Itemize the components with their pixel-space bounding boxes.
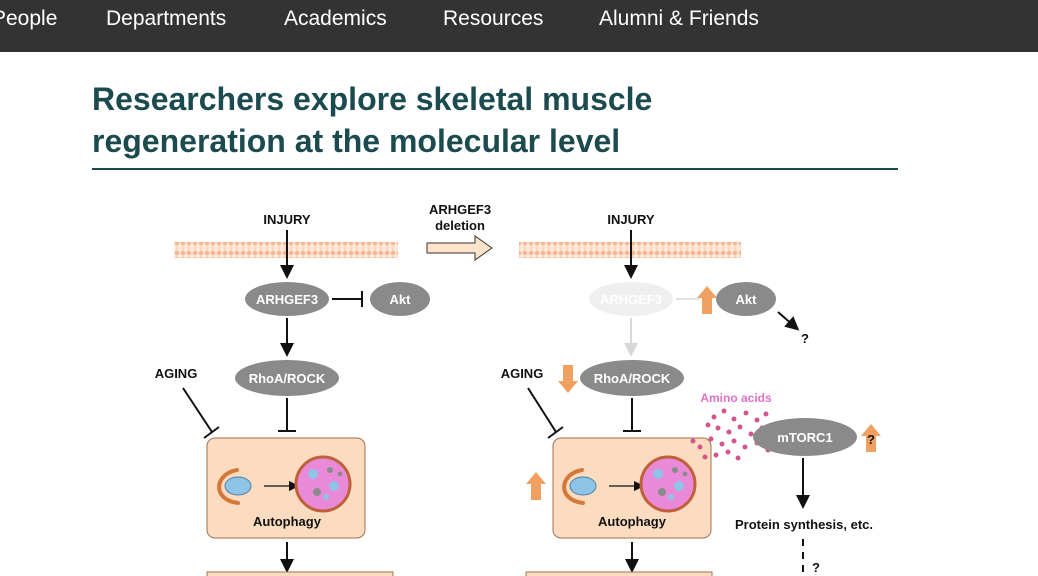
nav-item-resources[interactable]: Resources xyxy=(443,7,544,30)
deletion-transition: ARHGEF3 deletion xyxy=(426,202,493,261)
nav-item-alumni-friends[interactable]: Alumni & Friends xyxy=(599,7,759,30)
right-bottom-box xyxy=(525,571,713,576)
left-autolysosome xyxy=(294,455,352,513)
left-aging-label: AGING xyxy=(155,366,198,381)
right-panel: INJURY ARHGEF3 Akt ? RhoA/ROCK AGING Aut… xyxy=(501,212,881,576)
right-akt-arrow xyxy=(777,311,800,331)
left-lysosome-content xyxy=(329,481,339,491)
left-lysosome-content xyxy=(327,467,333,473)
left-arhgef3-label: ARHGEF3 xyxy=(256,292,318,307)
mtorc1-up-arrow-icon xyxy=(861,424,881,452)
left-arhgef3-node xyxy=(245,282,329,316)
right-phagophore xyxy=(562,468,585,505)
left-lysosome-content xyxy=(337,471,343,477)
left-lysosome-content xyxy=(308,469,318,479)
right-akt-label: Akt xyxy=(736,292,758,307)
left-phagophore xyxy=(217,468,240,505)
pathway-figure: INJURY ARHGEF3 Akt RhoA/ROCK AGING Autop… xyxy=(155,202,881,576)
right-lysosome-content xyxy=(653,469,663,479)
nav-item-people[interactable]: People xyxy=(0,7,58,30)
top-navigation: People Departments Academics Resources A… xyxy=(0,0,1038,52)
right-rhoa-node xyxy=(580,360,684,396)
left-bottom-box xyxy=(206,571,394,576)
amino-acid-dots xyxy=(690,408,771,461)
left-aging-inhibit-bar xyxy=(203,426,220,439)
right-autolysosome xyxy=(639,455,697,513)
left-lysosome-content xyxy=(323,494,329,500)
protein-synthesis-label: Protein synthesis, etc. xyxy=(735,517,873,532)
left-mitochondrion xyxy=(224,476,252,496)
right-akt-node xyxy=(716,282,776,316)
right-autophagy-up-arrow-icon xyxy=(526,472,546,500)
right-rhoa-down-arrow-icon xyxy=(558,365,578,393)
left-autophagy-label: Autophagy xyxy=(253,514,322,529)
right-aging-inhibit-line xyxy=(527,387,557,433)
amino-acids-label: Amino acids xyxy=(700,391,772,405)
right-lysosome-content xyxy=(674,481,684,491)
right-autophagy-label: Autophagy xyxy=(598,514,667,529)
nav-item-departments[interactable]: Departments xyxy=(106,7,227,30)
deletion-label-line-2: deletion xyxy=(435,218,485,233)
article-title-line-2: regeneration at the molecular level xyxy=(92,123,621,159)
right-mitochondrion xyxy=(569,476,597,496)
right-rhoa-label: RhoA/ROCK xyxy=(594,371,671,386)
mtorc1-node xyxy=(753,418,857,456)
right-akt-up-arrow-icon xyxy=(697,286,717,314)
left-lysosome-content xyxy=(313,488,321,496)
deletion-arrow-icon xyxy=(426,235,493,261)
nav-item-academics[interactable]: Academics xyxy=(284,7,387,30)
right-lysosome-content xyxy=(658,488,666,496)
right-akt-question: ? xyxy=(801,331,809,346)
right-lysosome-content xyxy=(682,471,688,477)
left-rhoa-label: RhoA/ROCK xyxy=(249,371,326,386)
right-aging-inhibit-bar xyxy=(547,426,564,439)
article-title-line-1: Researchers explore skeletal muscle xyxy=(92,81,653,117)
deletion-label-line-1: ARHGEF3 xyxy=(429,202,491,217)
right-injury-label: INJURY xyxy=(607,212,655,227)
right-arhgef3-node-faded xyxy=(589,282,673,316)
right-lysosome-content xyxy=(672,467,678,473)
mtorc1-question: ? xyxy=(867,432,875,447)
left-akt-node xyxy=(370,282,430,316)
mtorc1-label: mTORC1 xyxy=(777,430,832,445)
left-aging-inhibit-line xyxy=(182,387,213,433)
bottom-question: ? xyxy=(812,560,820,575)
left-akt-label: Akt xyxy=(390,292,412,307)
left-panel: INJURY ARHGEF3 Akt RhoA/ROCK AGING Autop… xyxy=(155,212,430,576)
article-title: Researchers explore skeletal muscle rege… xyxy=(92,78,912,162)
left-injury-label: INJURY xyxy=(263,212,311,227)
title-divider xyxy=(92,168,898,170)
right-arhgef3-label: ARHGEF3 xyxy=(600,292,662,307)
right-aging-label: AGING xyxy=(501,366,544,381)
left-rhoa-node xyxy=(235,360,339,396)
right-lysosome-content xyxy=(668,494,674,500)
